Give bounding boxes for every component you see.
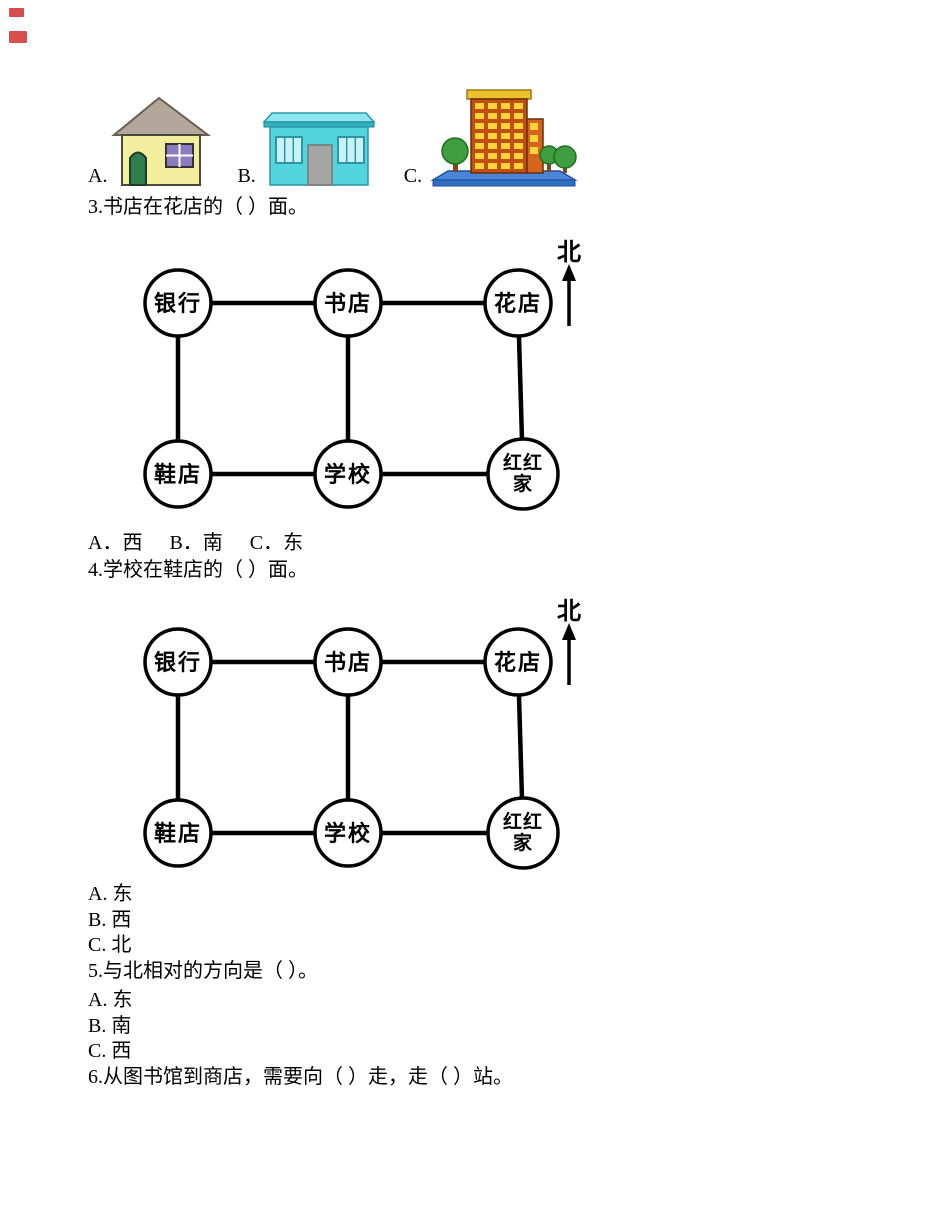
honghong-home-label-line1: 红红 [503,451,543,474]
worksheet-page: A. B. [9,8,910,1088]
school-circle [313,798,383,868]
flower-shop-label: 花店 [494,291,542,316]
shoe-store-label: 鞋店 [154,462,202,487]
question-3-text: 3.书店在花店的（ ）面。 [88,196,308,218]
direction-map-1: 银行 书店 花店 鞋店 学校 红红 家 北 [140,234,910,519]
q3-option-a: A．西 [88,532,143,554]
north-label: 北 [557,239,581,266]
option-c-figure: C. [404,85,581,187]
flower-shop-circle [483,268,553,338]
tree-right-large [553,145,577,173]
worksheet-content: A. B. [88,85,910,1088]
flower-shop-circle [483,627,553,697]
question-4-text: 4.学校在鞋店的（ ）面。 [88,559,308,581]
tower-windows [475,103,524,169]
red-corner-marks [9,8,27,43]
question-6-text: 6.从图书馆到商店，需要向（ ）走，走（ ）站。 [88,1065,513,1088]
tree-left [441,137,469,172]
shoe-store-label: 鞋店 [154,821,202,846]
building-image [262,112,376,186]
q4-option-b: B. 西 [88,908,132,931]
bookstore-label: 书店 [324,650,372,675]
direction-map-svg: 银行 书店 花店 鞋店 学校 红红 家 北 [143,239,581,511]
q5-option-b: B. 南 [88,1014,132,1037]
question-5-text: 5.与北相对的方向是（ ）。 [88,959,318,982]
building-roof-top [262,112,376,123]
north-arrow: 北 [557,598,581,685]
option-b-label: B. [237,165,256,187]
option-b-figure: B. [237,109,377,187]
honghong-home-label-line2: 家 [513,831,533,854]
house-door [129,151,148,186]
q3-option-c: C．东 [249,532,304,554]
house-roof [111,96,212,136]
house-image [111,96,212,186]
q5-option-c: C. 西 [88,1040,132,1062]
red-mark [9,31,27,43]
platform-front [432,179,576,187]
wing-windows [530,123,539,154]
north-label: 北 [557,598,581,625]
building-window-left [274,136,303,164]
bank-label: 银行 [154,650,202,675]
bookstore-label: 书店 [324,291,372,316]
map-node-circles [143,627,560,870]
school-label: 学校 [324,821,372,846]
q5-option-a: A. 东 [88,989,133,1011]
honghong-home-circle [486,437,560,511]
tree-right-small [539,145,559,172]
question-5-options: A. 东 B. 南 C. 西 [88,988,910,1065]
north-arrow: 北 [557,239,581,326]
bookstore-circle [313,627,383,697]
direction-map-2: 银行 书店 花店 鞋店 学校 红红 家 北 [140,593,910,878]
q4-option-a: A. 东 [88,883,133,905]
question-3-options: A．西 B．南 C．东 [88,531,910,556]
honghong-home-circle [486,796,560,870]
shoe-store-circle [143,798,213,868]
option-c-label: C. [403,165,423,187]
answer-images-row: A. B. [88,85,910,187]
map-node-labels: 银行 书店 花店 鞋店 学校 红红 家 [154,291,543,495]
q3-option-b: B．南 [169,532,223,554]
question-4-options: A. 东 B. 西 C. 北 [88,882,910,959]
option-a-label: A. [88,165,108,187]
direction-map-svg: 银行 书店 花店 鞋店 学校 红红 家 北 [143,598,581,870]
map-node-labels: 银行 书店 花店 鞋店 学校 红红 家 [154,650,543,854]
shoe-store-circle [143,439,213,509]
bank-label: 银行 [154,291,202,316]
map-node-circles [143,268,560,511]
building-door [307,144,333,186]
honghong-home-label-line1: 红红 [503,810,543,833]
flower-shop-label: 花店 [494,650,542,675]
tower-wing [526,118,544,174]
tall-building-image [430,89,578,187]
bookstore-circle [313,268,383,338]
building-window-right [336,136,365,164]
house-window [165,143,195,168]
bank-circle [143,627,213,697]
bank-circle [143,268,213,338]
school-label: 学校 [324,462,372,487]
red-mark [9,8,24,17]
q4-option-c: C. 北 [88,934,132,956]
tower-roof [466,89,532,100]
option-a-figure: A. [88,95,212,187]
school-circle [313,439,383,509]
honghong-home-label-line2: 家 [513,472,533,495]
